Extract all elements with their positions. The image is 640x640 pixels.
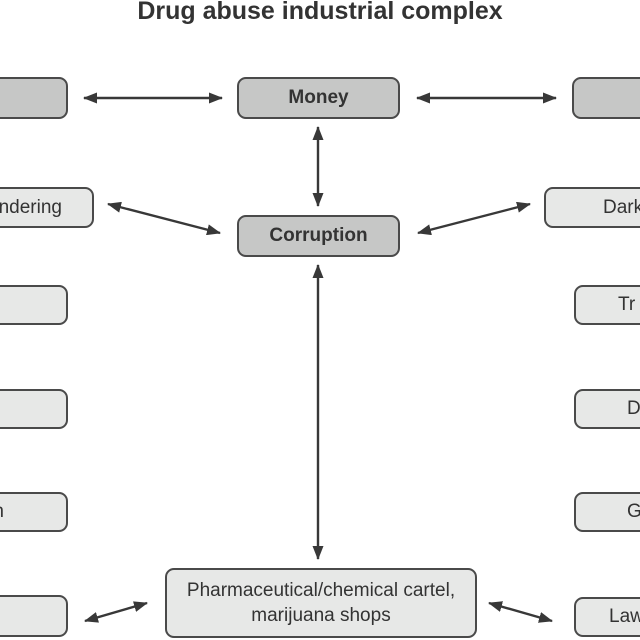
diagram-title: Drug abuse industrial complex xyxy=(137,0,503,25)
node-corruption-label: Corruption xyxy=(269,225,368,246)
node-left-row4-truncated xyxy=(0,389,68,429)
arrow-cartel-right6 xyxy=(488,601,553,623)
arrow-left2-corruption xyxy=(107,201,221,236)
node-left-row2-truncated: ndering xyxy=(0,187,94,228)
node-left-row6-truncated xyxy=(0,595,68,637)
arrow-corruption-right2 xyxy=(417,201,531,236)
node-money: Money xyxy=(237,77,400,119)
arrow-left6-cartel xyxy=(84,601,148,623)
node-right-row5-truncated: G xyxy=(574,492,640,532)
node-top-right-truncated xyxy=(572,77,640,119)
node-right-row4-truncated: D xyxy=(574,389,640,429)
node-corruption: Corruption xyxy=(237,215,400,257)
node-money-label: Money xyxy=(288,87,349,108)
node-cartel: Pharmaceutical/chemical cartel, marijuan… xyxy=(165,568,477,638)
node-cartel-line1: Pharmaceutical/chemical cartel, xyxy=(186,580,456,601)
node-right-row6-truncated: Law xyxy=(574,597,640,637)
node-left-row5-truncated: n xyxy=(0,492,68,532)
node-top-left-truncated xyxy=(0,77,68,119)
node-right-row2-truncated: Dark xyxy=(544,187,640,228)
node-cartel-line2: marijuana shops xyxy=(251,605,391,626)
node-left-row3-truncated xyxy=(0,285,68,325)
node-right-row3-truncated: Tr xyxy=(574,285,640,325)
